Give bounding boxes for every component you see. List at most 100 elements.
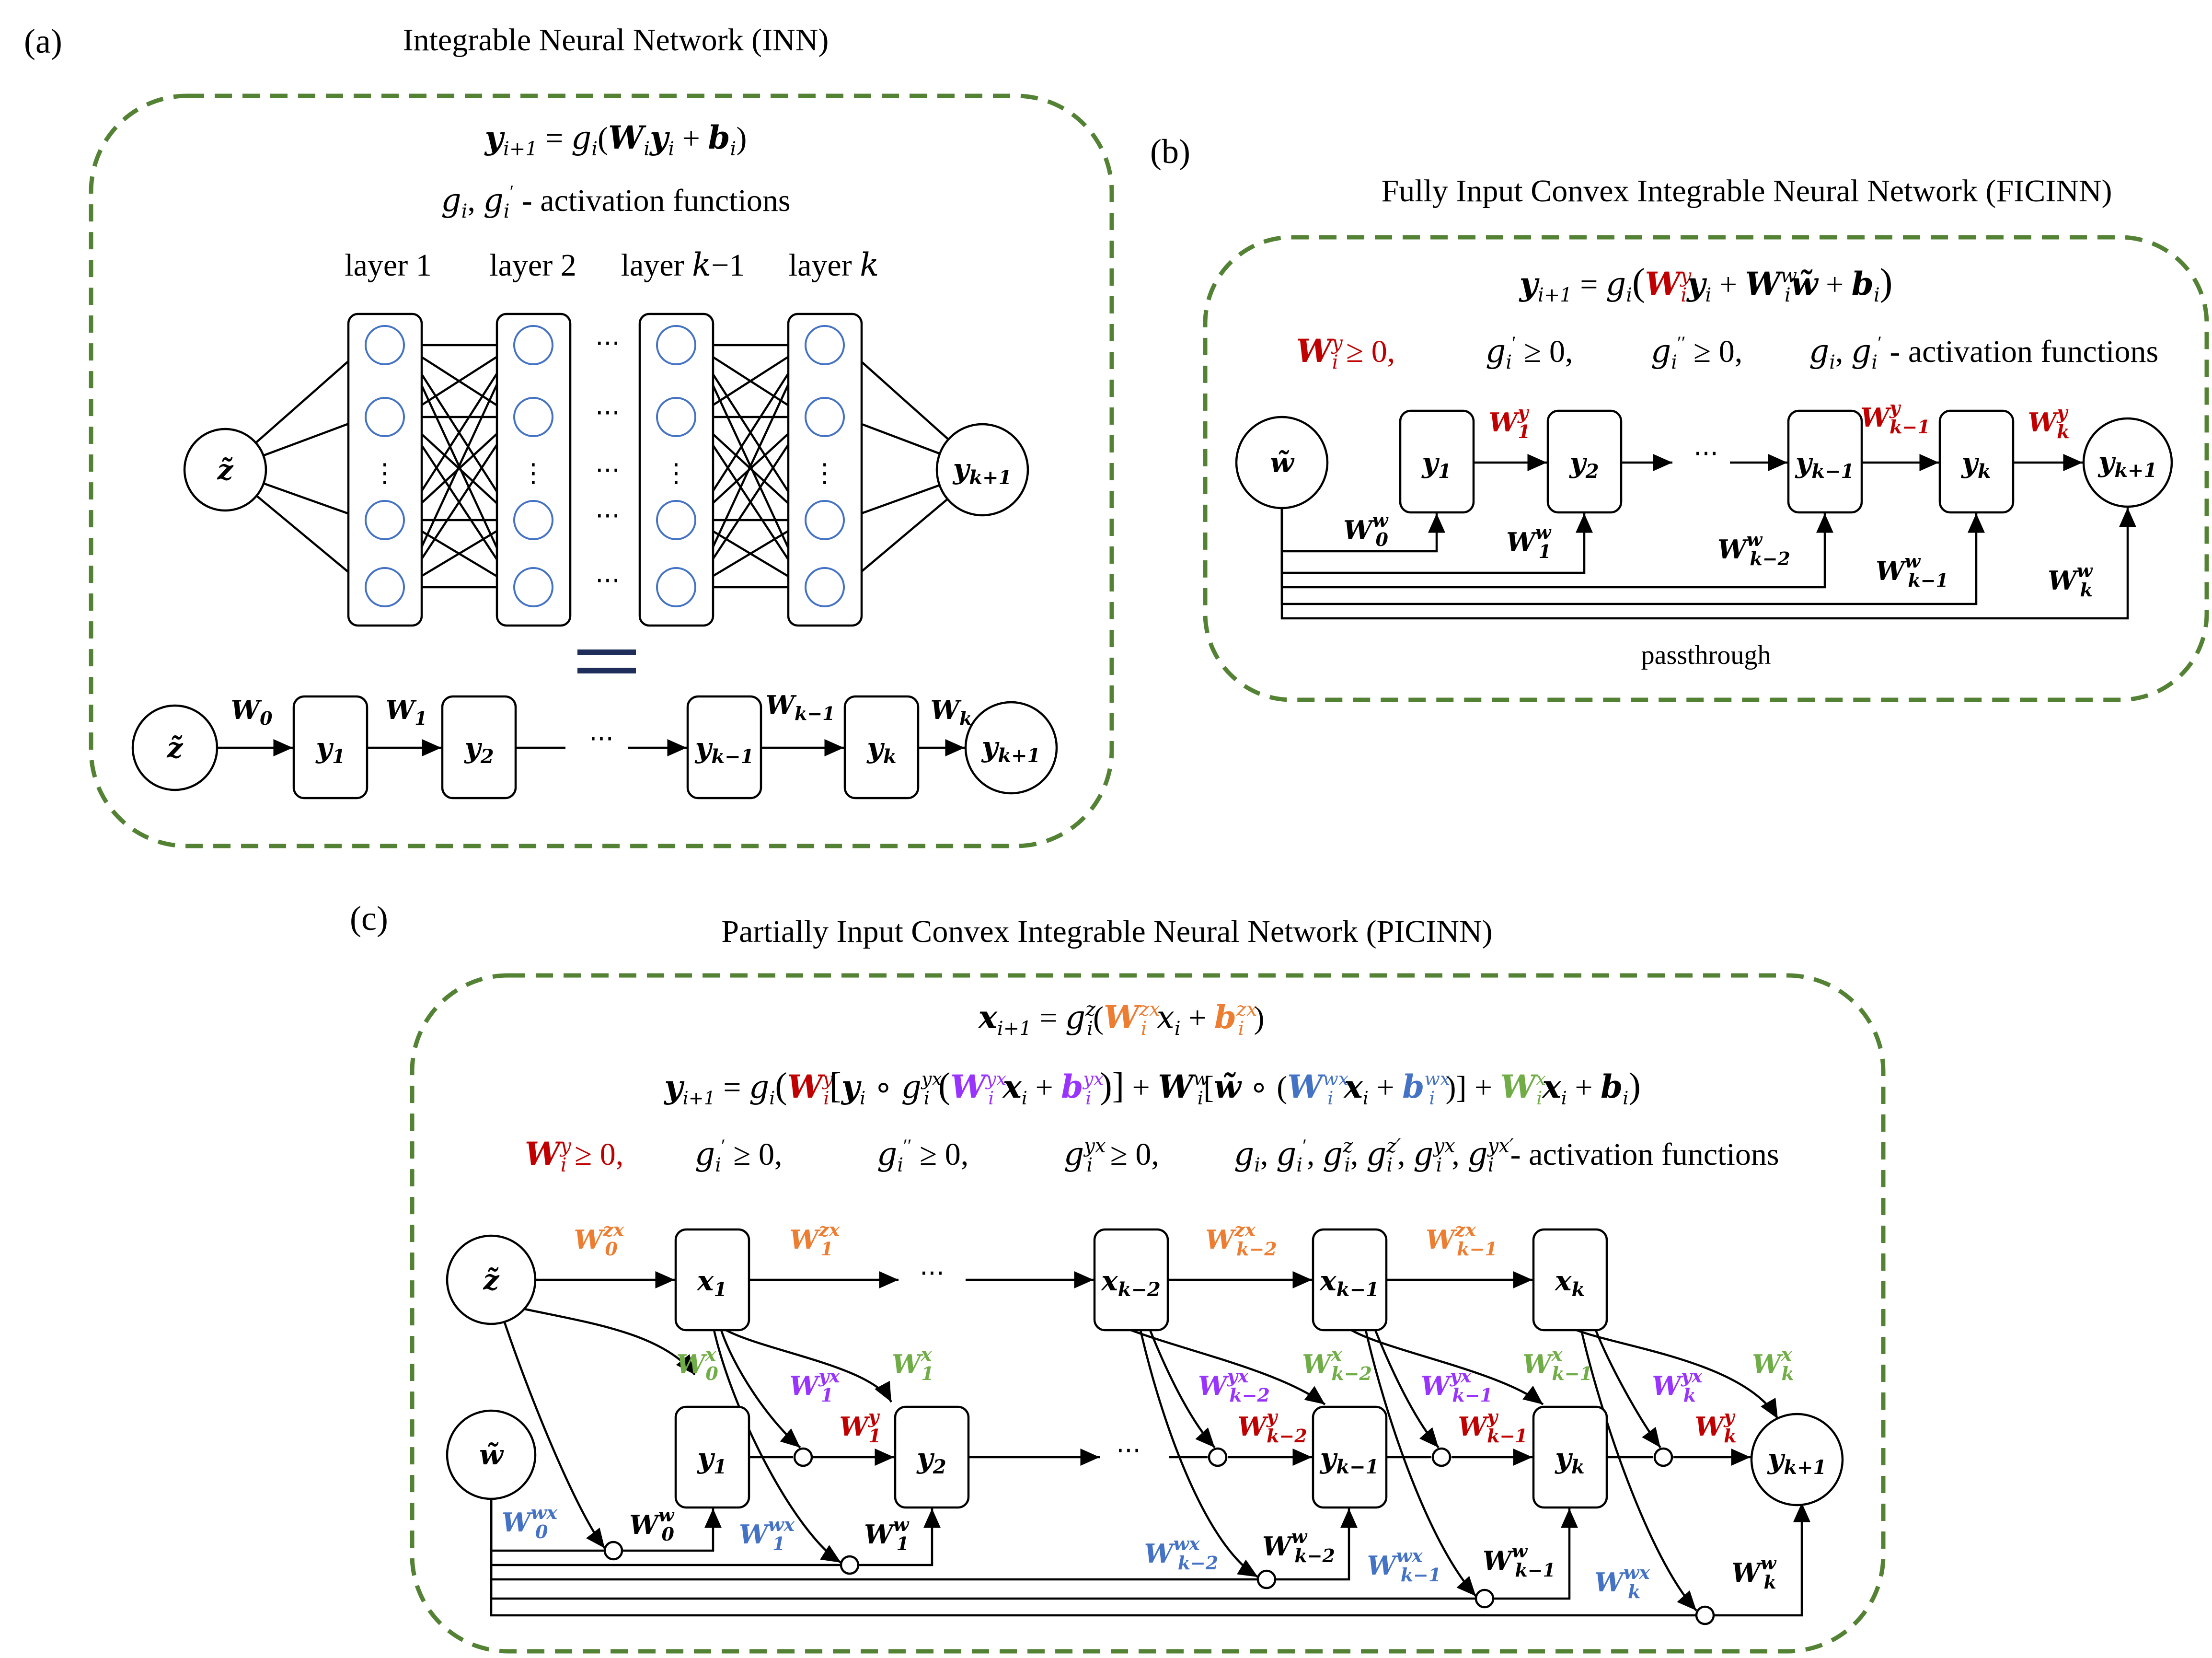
c-output-node — [1750, 1413, 1844, 1507]
neuron — [365, 325, 405, 365]
neuron — [656, 500, 696, 540]
c-z-label: z̃ — [483, 1264, 500, 1296]
panel-c-constraint-g1: gi′ ≥ 0, — [695, 1135, 783, 1176]
layer-k-box — [787, 313, 863, 627]
layer-1-vdots: ⋮ — [372, 458, 398, 488]
panel-b-label: (b) — [1150, 132, 1190, 171]
neuron — [656, 567, 696, 607]
b-passthrough-lines — [1280, 508, 2136, 620]
c-yk-box — [1532, 1405, 1608, 1509]
panel-a-frame — [89, 93, 1114, 848]
chain-input-label: z̃ — [167, 731, 184, 764]
chain-wk-1-label: Wk−1 — [765, 690, 835, 724]
panel-b-constraint-g1: gi′ ≥ 0, — [1486, 332, 1573, 373]
c-w-node — [446, 1409, 537, 1500]
layer-k-vdots: ⋮ — [812, 458, 838, 488]
chain-y1-label: y1 — [315, 731, 346, 768]
dots-row-3: ··· — [595, 455, 620, 486]
panel-c-title: Partially Input Convex Integrable Neural… — [721, 914, 1492, 949]
c-y2-label: y2 — [916, 1442, 946, 1478]
layer-1-label: layer 1 — [345, 248, 431, 283]
inn-neurons — [365, 325, 845, 607]
chain-output-node — [964, 701, 1058, 795]
neuron — [513, 325, 553, 365]
c-gates — [603, 1447, 1715, 1625]
c-x1-box — [674, 1228, 750, 1332]
b-dots: ··· — [1694, 439, 1718, 469]
layer-1-box — [347, 313, 423, 627]
equals-bar-top — [577, 649, 636, 655]
panel-b-activation: gi, gi′ - activation functions — [1809, 332, 2158, 373]
c-xk-label: xk — [1554, 1264, 1585, 1301]
panel-c-label: (c) — [350, 899, 388, 938]
layer-k-minus-1-vdots: ⋮ — [663, 458, 689, 488]
equals-bar-bottom — [577, 668, 636, 673]
panel-b-constraint-g2: gi′′ ≥ 0, — [1651, 332, 1742, 373]
c-xk-1-box — [1312, 1228, 1388, 1332]
neuron — [656, 325, 696, 365]
panel-c-constraint-g2: gi′′ ≥ 0, — [877, 1135, 968, 1176]
inn-input-node — [183, 428, 267, 512]
dots-row-5: ··· — [595, 566, 620, 596]
neuron — [805, 500, 845, 540]
layer-k-label: layer k — [789, 246, 879, 283]
neuron — [365, 500, 405, 540]
panel-a-activation-text: gi, gi′ - activation functions — [441, 181, 790, 222]
panel-a-title: Integrable Neural Network (INN) — [403, 23, 829, 58]
c-y2-box — [894, 1405, 970, 1509]
dots-row-2: ··· — [595, 398, 620, 428]
panel-c: (c) Partially Input Convex Integrable Ne… — [350, 899, 1886, 1654]
chain-w0-label: W0 — [230, 695, 273, 729]
neuron — [513, 567, 553, 607]
c-y1-box — [674, 1405, 750, 1509]
b-input-label: w̃ — [1270, 446, 1295, 479]
chain-wk-label: Wk — [931, 695, 972, 729]
layer-2-label: layer 2 — [489, 248, 576, 283]
layer-2-vdots: ⋮ — [520, 458, 546, 488]
chain-dots: ··· — [589, 724, 614, 754]
panel-a: (a) Integrable Neural Network (INN) yi+1… — [24, 22, 1114, 848]
neuron — [365, 397, 405, 437]
neuron — [365, 567, 405, 607]
c-x-dots: ··· — [920, 1258, 945, 1288]
dots-row-4: ··· — [595, 501, 620, 531]
c-xk-2-box — [1093, 1228, 1169, 1332]
inn-output-node — [935, 423, 1029, 517]
neuron — [805, 397, 845, 437]
panel-b: (b) Fully Input Convex Integrable Neural… — [1150, 132, 2209, 702]
panel-a-label: (a) — [24, 22, 62, 60]
